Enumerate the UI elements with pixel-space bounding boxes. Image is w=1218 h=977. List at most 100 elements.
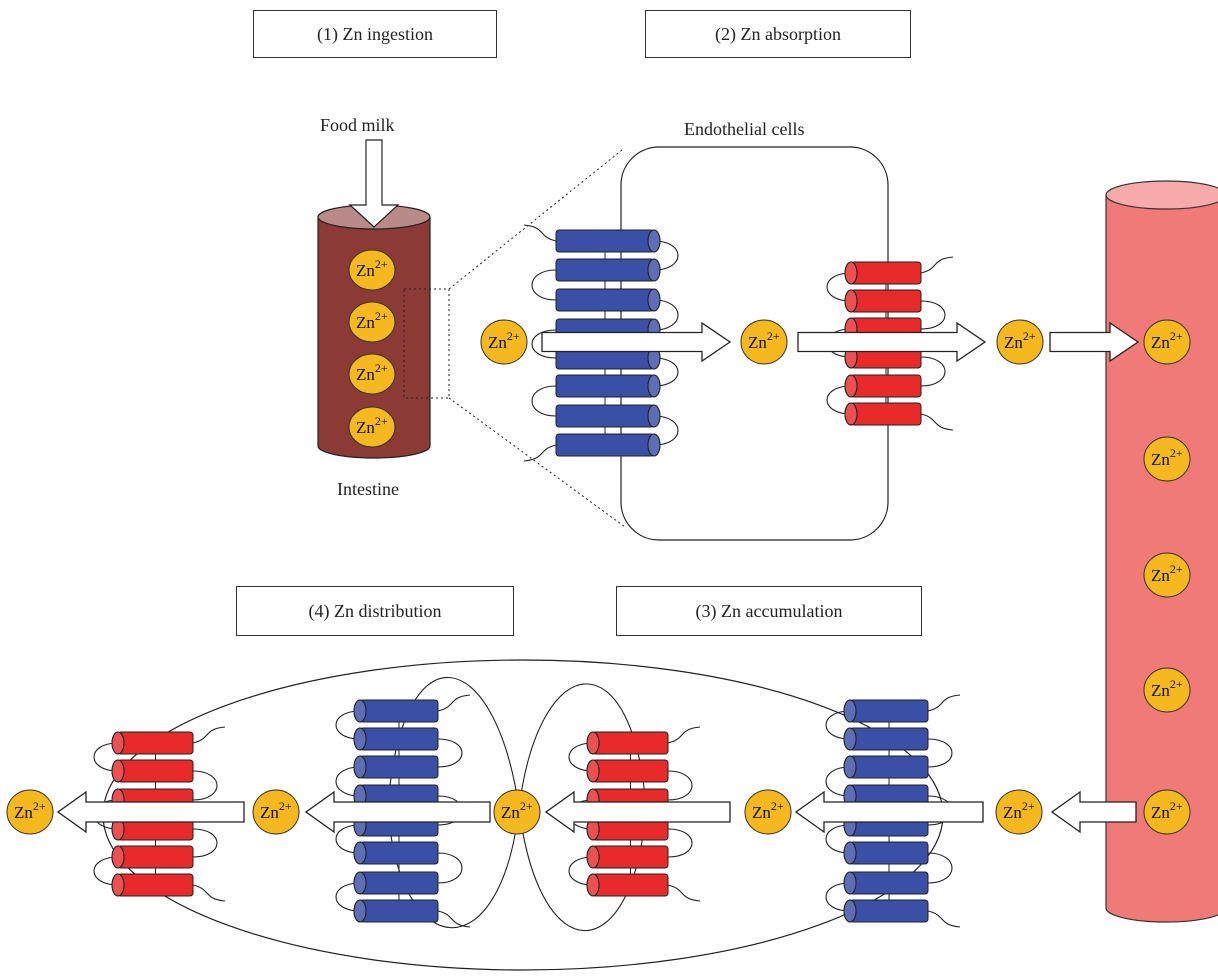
transporter-helix <box>849 784 929 808</box>
transporter-helix <box>850 345 922 369</box>
transporter-loop <box>653 299 679 331</box>
zinc-ion-blood-2: Zn2+ <box>1143 436 1191 482</box>
transporter-loop <box>568 856 594 886</box>
transporter-loop <box>825 710 851 740</box>
endothelial-cells-label: Endothelial cells <box>684 119 805 139</box>
transporter-helix-cap-shade <box>647 288 661 312</box>
zinc-ion-circle <box>480 319 528 365</box>
transporter-loop <box>653 415 679 446</box>
transporter-helix-cap-shade <box>647 346 661 370</box>
zinc-ion-circle <box>348 301 396 343</box>
transporter-helix-cap-shade <box>647 374 661 398</box>
transporter-helix <box>117 817 194 841</box>
zinc-ion-label: Zn2+ <box>356 257 388 280</box>
zinc-ion-circle <box>995 789 1043 835</box>
transporter-helix-cap-shade <box>111 873 125 897</box>
transporter-loop <box>335 710 361 740</box>
flow-arrow-organelle-release <box>544 790 731 834</box>
transporter-helix <box>555 346 655 370</box>
zinc-ion-label: Zn2+ <box>1151 677 1183 700</box>
transporter-helix-cap-shade <box>647 404 661 428</box>
transporter-helix <box>117 731 194 755</box>
transporter-tail <box>523 444 557 462</box>
transporter-tail <box>667 726 701 744</box>
transporter-helix <box>359 871 439 895</box>
zinc-ion-circle <box>252 789 300 835</box>
zinc-ion-circle <box>744 789 792 835</box>
transporter-loop <box>531 269 557 301</box>
zinc-ion-label: Zn2+ <box>1004 329 1036 352</box>
transporter-helix-cap-shade <box>647 258 661 282</box>
step1-title-box: (1) Zn ingestion <box>253 10 497 58</box>
flow-arrow-into-lower-cell <box>794 790 984 834</box>
intestine-label: Intestine <box>337 479 399 499</box>
transporter-helix-cap-shade <box>111 845 125 869</box>
zinc-ion-label: Zn2+ <box>260 799 292 822</box>
transporter-helix-cap-shade <box>353 699 367 723</box>
transporter-loop <box>826 272 852 302</box>
transporter-helix-cap-shade <box>111 731 125 755</box>
zinc-ion-circle <box>996 319 1044 365</box>
zinc-ion-label: Zn2+ <box>748 329 780 352</box>
zinc-ion-label: Zn2+ <box>1151 329 1183 352</box>
transporter-helix-cap-shade <box>844 345 858 369</box>
transporter-helix <box>555 433 655 457</box>
transporter-loop <box>927 852 953 884</box>
transporter-helix-cap <box>353 755 367 779</box>
zinc-ion-label: Zn2+ <box>14 799 46 822</box>
transporter-helix-cap <box>844 317 858 341</box>
zinc-ion-blood-1: Zn2+ <box>1143 319 1191 365</box>
zoom-line-bottom <box>448 397 626 528</box>
transporter-helix-cap <box>843 899 857 923</box>
zinc-ion-intestine-1: Zn2+ <box>348 249 396 291</box>
transporter-helix-cap-shade <box>844 317 858 341</box>
exporter-stack-basolateral <box>826 256 954 431</box>
flow-arrow-out-of-blood <box>1050 790 1137 834</box>
transporter-loop <box>192 770 218 801</box>
transporter-helix-cap-shade <box>353 899 367 923</box>
transporter-helix-cap <box>843 784 857 808</box>
endothelial-cell-membrane <box>620 146 889 541</box>
transporter-helix-cap-shade <box>353 871 367 895</box>
transporter-helix <box>592 845 669 869</box>
transporter-helix-cap-shade <box>111 817 125 841</box>
transporter-helix <box>850 374 922 398</box>
zinc-ion-label: Zn2+ <box>488 329 520 352</box>
transporter-helix-cap-shade <box>843 699 857 723</box>
zinc-ion-circle <box>1143 667 1191 713</box>
transporter-loop <box>667 770 693 801</box>
transporter-helix <box>117 873 194 897</box>
transporter-helix <box>849 699 929 723</box>
zinc-ion-circle <box>348 353 396 395</box>
transporter-helix-cap <box>111 845 125 869</box>
transporter-helix-cap <box>586 731 600 755</box>
transporter-loop <box>568 742 594 772</box>
intestine-opening <box>317 204 431 230</box>
transporter-helix-cap-shade <box>586 759 600 783</box>
transporter-loop <box>93 856 119 886</box>
transporter-helix-cap-shade <box>843 784 857 808</box>
transporter-helix-cap <box>647 229 661 253</box>
transporter-helix-cap <box>647 346 661 370</box>
transporter-tail <box>920 413 954 431</box>
zinc-ion-label: Zn2+ <box>356 414 388 437</box>
zinc-ion-circle <box>1143 789 1191 835</box>
transporter-helix <box>849 899 929 923</box>
zinc-ion-circle <box>6 789 54 835</box>
flow-arrow-into-blood <box>1049 321 1140 363</box>
transporter-loop <box>826 385 852 415</box>
food-milk-label: Food milk <box>320 115 395 135</box>
transporter-helix <box>849 813 929 837</box>
flow-arrow-into-cell <box>541 321 732 363</box>
transporter-helix-cap-shade <box>586 788 600 812</box>
transporter-helix <box>849 727 929 751</box>
transporter-helix <box>592 759 669 783</box>
transporter-helix-cap <box>843 841 857 865</box>
zinc-ion-label: Zn2+ <box>1151 799 1183 822</box>
step2-title: (2) Zn absorption <box>715 23 841 44</box>
transporter-loop <box>531 385 557 417</box>
zinc-ion-blood-4: Zn2+ <box>1143 667 1191 713</box>
transporter-helix-cap <box>586 845 600 869</box>
